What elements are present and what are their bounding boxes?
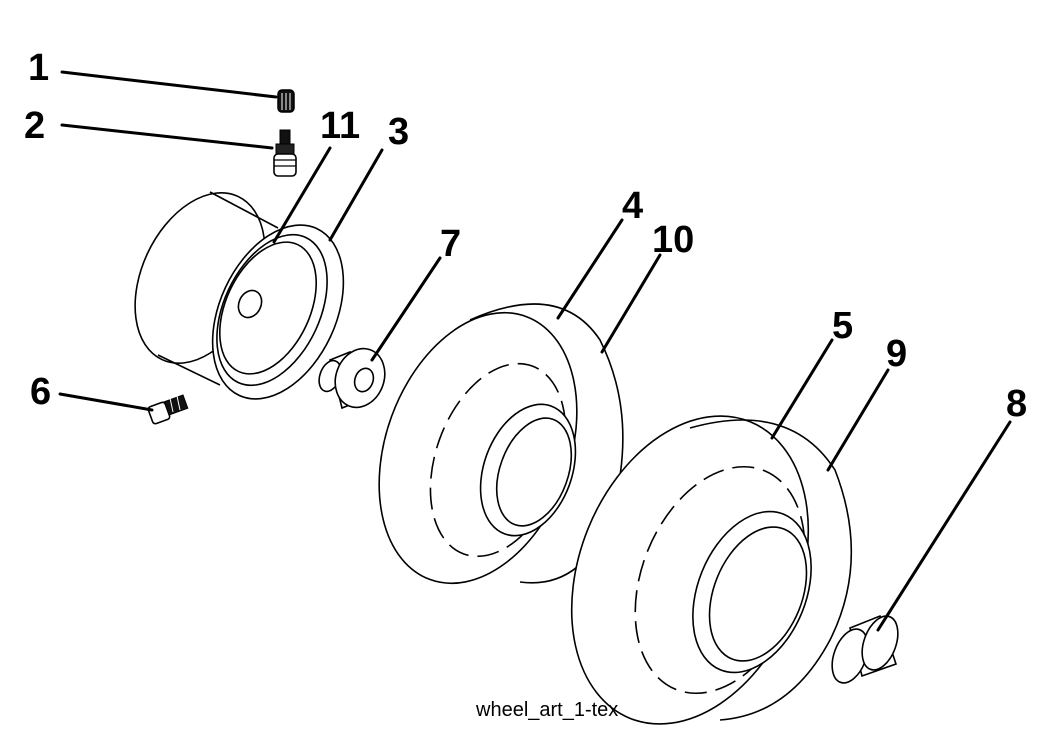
leader-7 [370,256,442,362]
wheel-rim [134,191,345,400]
callout-1: 1 [28,47,49,89]
leader-11 [272,146,332,244]
callout-7: 7 [440,223,461,265]
rear-tire [570,415,853,725]
callout-5: 5 [832,305,853,347]
leader-10 [600,253,662,354]
callout-4: 4 [622,185,643,227]
leader-1 [60,70,278,99]
callout-10: 10 [652,219,694,261]
leader-8 [876,420,1012,632]
leader-6 [58,392,154,412]
leader-9 [826,368,890,472]
front-tire [378,303,624,585]
hub-cap [831,614,899,684]
callout-8: 8 [1006,383,1027,425]
leader-5 [770,338,834,440]
callout-labels: 1 2 3 4 5 6 7 8 9 10 11 [24,47,1027,425]
leader-2 [60,123,274,150]
lug-bolt [147,394,189,425]
flanged-bushing [318,347,386,410]
callout-3: 3 [388,111,409,153]
diagram-caption: wheel_art_1-tex [475,699,618,721]
leader-lines [58,70,1012,632]
leader-4 [556,218,624,320]
callout-6: 6 [30,371,51,413]
valve-stem [273,129,297,177]
callout-11: 11 [320,105,360,147]
callout-9: 9 [886,333,907,375]
leader-3 [328,148,384,242]
valve-cap [277,89,295,113]
callout-2: 2 [24,105,45,147]
